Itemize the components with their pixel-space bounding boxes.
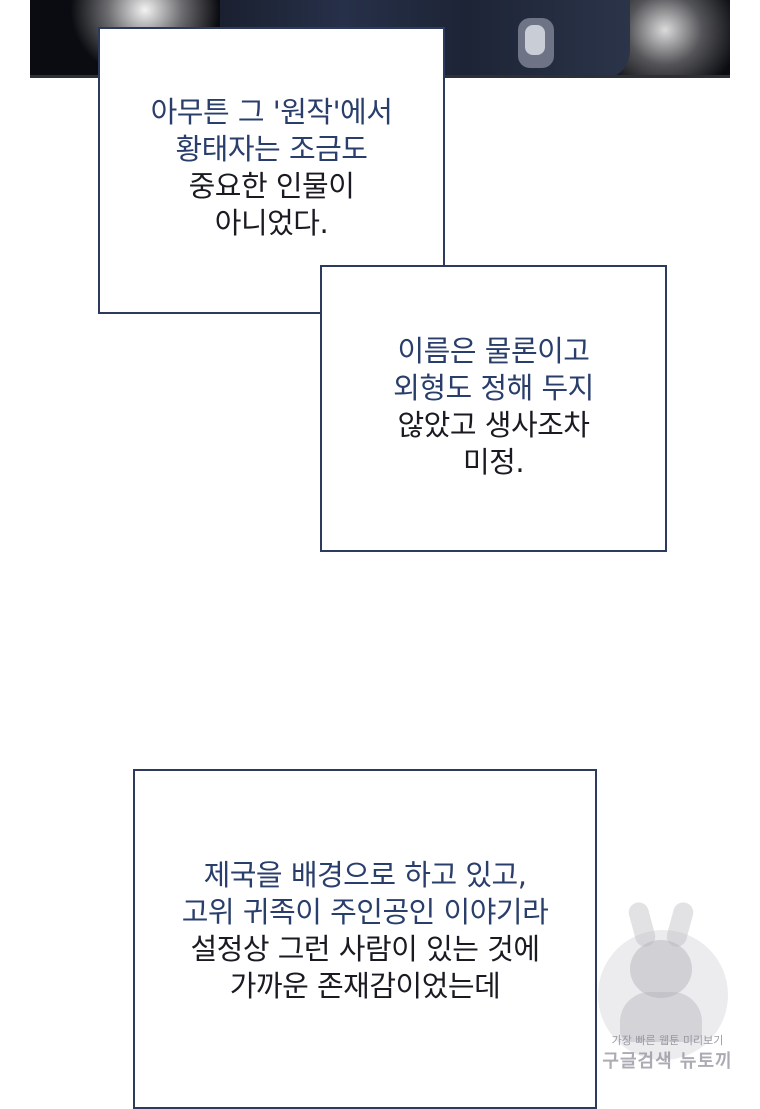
box-1-bottom-edge [98,312,322,314]
box-1-top-edge [98,27,445,29]
caption-3-line-2: 고위 귀족이 주인공인 이야기라 [181,895,549,929]
caption-2-line-1: 이름은 물론이고 [397,334,590,368]
box-2-right-edge [665,265,667,552]
watermark-tagline: 가장 빠른 웹툰 미리보기 [611,1034,724,1047]
box-1-right-edge [443,27,445,267]
caption-2-line-2: 외형도 정해 두지 [393,371,594,405]
caption-1-line-4: 아니었다. [214,206,329,240]
caption-3-line-1: 제국을 배경으로 하고 있고, [203,858,527,892]
box-1-inner [100,29,443,265]
box-overlap-cover [322,267,665,550]
mascot-body-icon [620,992,702,1042]
caption-2-line-4: 미정. [462,445,525,479]
watermark-circle [598,930,728,1060]
watermark: 가장 빠른 웹툰 미리보기 구글검색 뉴토끼 [580,900,755,1080]
mascot-head-icon [630,940,692,998]
caption-1-text: 아무튼 그 '원작'에서 황태자는 조금도 중요한 인물이 아니었다. [110,94,433,242]
box-2-left-edge [320,312,322,552]
box-2-bottom-edge [320,550,667,552]
caption-box-3 [133,769,597,1109]
watermark-site-name: 구글검색 뉴토끼 [602,1051,733,1072]
caption-1-line-1: 아무튼 그 '원작'에서 [150,95,393,129]
caption-1-line-2: 황태자는 조금도 [175,132,368,166]
box-1-lower-inner [100,265,320,312]
caption-2-text: 이름은 물론이고 외형도 정해 두지 않았고 생사조차 미정. [332,333,655,481]
figure-glove [525,25,545,55]
box-2-top-edge [443,265,667,267]
caption-1-line-3: 중요한 인물이 [188,169,355,203]
caption-3-line-4: 가까운 존재감이었는데 [229,969,501,1003]
caption-2-line-3: 않았고 생사조차 [397,408,590,442]
caption-3-line-3: 설정상 그런 사람이 있는 것에 [190,932,540,966]
box-1-left-edge [98,27,100,314]
caption-3-text: 제국을 배경으로 하고 있고, 고위 귀족이 주인공인 이야기라 설정상 그런 … [145,857,585,1005]
